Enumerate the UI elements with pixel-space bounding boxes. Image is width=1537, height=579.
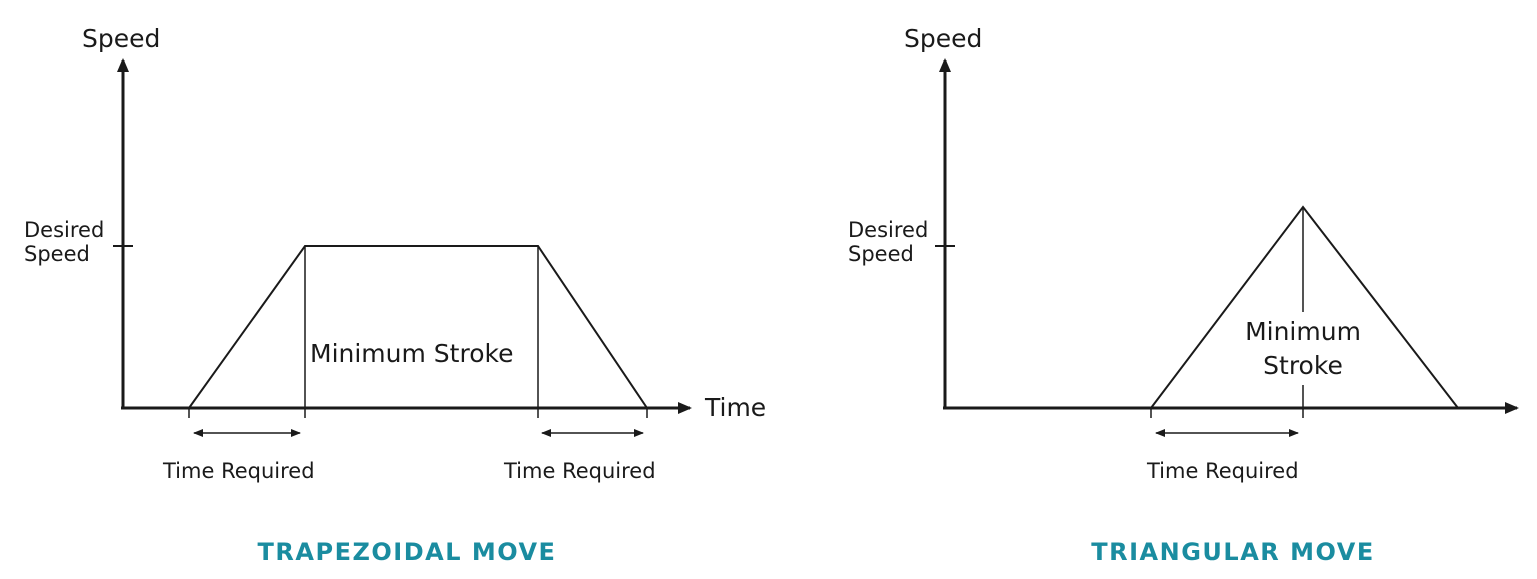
trap-time-required-right-label: Time Required bbox=[503, 459, 656, 483]
trap-desired-speed-label-line1: Desired bbox=[24, 218, 104, 242]
trap-caption: TRAPEZOIDAL MOVE bbox=[258, 538, 557, 566]
trap-x-axis-label: Time bbox=[704, 393, 766, 422]
tri-caption: TRIANGULAR MOVE bbox=[1091, 538, 1374, 566]
trap-desired-speed-label-line2: Speed bbox=[24, 242, 90, 266]
trap-speed-profile bbox=[188, 245, 648, 409]
tri-time-required-label: Time Required bbox=[1146, 459, 1299, 483]
tri-desired-speed-label-line1: Desired bbox=[848, 218, 928, 242]
trap-time-required-left-label: Time Required bbox=[162, 459, 315, 483]
tri-desired-speed-label-line2: Speed bbox=[848, 242, 914, 266]
trap-y-axis-label: Speed bbox=[82, 24, 160, 53]
trapezoidal-panel: Speed Time Desired Speed Minimum Stroke … bbox=[24, 24, 766, 566]
triangular-panel: Speed Desired Speed Minimum Stroke Time … bbox=[848, 24, 1519, 566]
tri-stroke-label: Stroke bbox=[1263, 351, 1343, 380]
tri-y-axis-label: Speed bbox=[904, 24, 982, 53]
trap-minimum-stroke-label: Minimum Stroke bbox=[310, 339, 513, 368]
tri-minimum-label: Minimum bbox=[1245, 317, 1361, 346]
